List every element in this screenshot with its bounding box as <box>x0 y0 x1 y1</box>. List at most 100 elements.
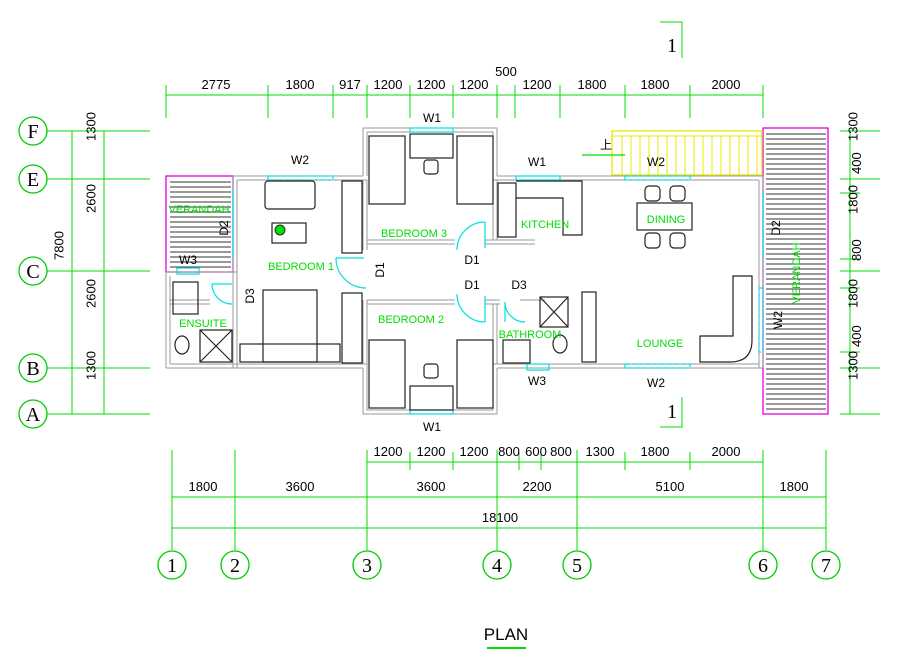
stair: 上 <box>582 130 763 176</box>
stove-icon <box>497 182 517 238</box>
dim-label: 1800 <box>189 479 218 494</box>
dim-label: 800 <box>550 444 572 459</box>
chair-icon <box>644 232 661 249</box>
axis-bubble <box>18 164 48 194</box>
dim-label: 2600 <box>84 279 99 308</box>
bedside-icon <box>239 343 341 363</box>
dim-label: 1200 <box>374 444 403 459</box>
dim-label: 1800 <box>846 185 861 214</box>
axis-label: C <box>26 261 39 283</box>
axis-label: 6 <box>758 555 768 577</box>
room-labels: VERANDAH BEDROOM 3 KITCHEN DINING BEDROO… <box>168 204 803 350</box>
door-window-tags: W1 W1 W1 W2 W2 W2 W2 W3 W3 D1 D1 D1 D2 D… <box>179 111 785 434</box>
dim-label: 1300 <box>846 351 861 380</box>
chair-icon <box>669 232 686 249</box>
dim-label: 1200 <box>417 444 446 459</box>
dim-label: 917 <box>339 77 361 92</box>
dim-label: 2775 <box>202 77 231 92</box>
dim-label: 800 <box>849 239 864 261</box>
room-label-verandah-left: VERANDAH <box>168 204 229 216</box>
axis-bubble <box>482 550 512 580</box>
kitchen-counter-icon <box>516 180 583 236</box>
top-dimension-chain: 2775 1800 917 1200 1200 1200 500 1200 18… <box>165 64 764 118</box>
axis-label: 3 <box>362 555 372 577</box>
chair-icon <box>669 185 686 202</box>
axis-bubble <box>18 399 48 429</box>
axis-label: B <box>26 358 39 380</box>
dim-label: 2600 <box>84 184 99 213</box>
room-label-bedroom2: BEDROOM 2 <box>378 314 444 326</box>
toilet-icon <box>174 335 190 355</box>
tag-label: D1 <box>373 262 387 278</box>
axis-label: 2 <box>230 555 240 577</box>
bed-icon <box>368 339 406 409</box>
axis-bubble <box>18 116 48 146</box>
dim-label: 400 <box>849 325 864 347</box>
axis-label: 4 <box>492 555 502 577</box>
basin-icon <box>502 339 531 364</box>
dim-label: 600 <box>525 444 547 459</box>
tag-label: D3 <box>243 288 257 304</box>
bed-icon <box>368 135 406 205</box>
dim-label: 5100 <box>656 479 685 494</box>
section-mark-top: 1 <box>660 21 683 58</box>
bed-icon <box>456 135 494 205</box>
dim-label: 500 <box>495 64 517 79</box>
room-label-bedroom3: BEDROOM 3 <box>381 228 447 240</box>
shower-icon <box>199 329 233 363</box>
doors <box>211 221 526 323</box>
axis-label: E <box>27 169 39 191</box>
dim-label: 1300 <box>84 112 99 141</box>
room-label-verandah-right: VERANDAH <box>791 242 803 303</box>
axis-bubble <box>220 550 250 580</box>
tag-label: W1 <box>423 420 441 434</box>
toilet-icon <box>552 334 568 354</box>
dim-label: 1800 <box>780 479 809 494</box>
axis-bubble <box>352 550 382 580</box>
section-mark-label: 1 <box>667 35 677 57</box>
axis-bubble <box>811 550 841 580</box>
dim-label: 7800 <box>52 231 67 260</box>
bed-icon <box>456 339 494 409</box>
tag-label: W2 <box>647 376 665 390</box>
furniture <box>172 133 753 411</box>
tag-label: W3 <box>179 253 197 267</box>
wardrobe-icon <box>341 180 363 254</box>
dim-label: 1800 <box>641 444 670 459</box>
dim-label: 1200 <box>460 77 489 92</box>
tag-label: W2 <box>291 153 309 167</box>
tag-label: W2 <box>647 155 665 169</box>
dim-label: 1800 <box>641 77 670 92</box>
tag-label: W2 <box>771 311 785 329</box>
dim-label: 1800 <box>846 279 861 308</box>
shower-icon <box>539 296 569 328</box>
dim-label: 2200 <box>523 479 552 494</box>
tag-label: W1 <box>528 155 546 169</box>
room-label-dining: DINING <box>647 214 686 226</box>
tag-label: D3 <box>511 278 527 292</box>
axis-bubble <box>157 550 187 580</box>
tag-label: W3 <box>528 374 546 388</box>
dim-label: 2000 <box>712 77 741 92</box>
chair-icon <box>423 159 439 175</box>
dim-label: 1800 <box>578 77 607 92</box>
room-label-kitchen: KITCHEN <box>521 219 569 231</box>
chair-icon <box>644 185 661 202</box>
right-dimension-chain: 1300 400 1800 800 1800 400 1300 <box>846 112 864 414</box>
room-label-lounge: LOUNGE <box>637 338 683 350</box>
windows <box>176 127 764 415</box>
double-bed-icon <box>262 289 318 363</box>
axis-label: F <box>27 121 38 143</box>
chair-icon <box>423 363 439 379</box>
left-dimension-chain: 1300 2600 2600 1300 7800 <box>52 112 105 414</box>
room-label-bedroom1: BEDROOM 1 <box>268 261 334 273</box>
bottom-dimension-chains: 1200 1200 1200 800 600 800 1300 1800 200… <box>172 444 826 529</box>
dim-label: 2000 <box>712 444 741 459</box>
dim-label: 1200 <box>523 77 552 92</box>
dining-table-icon <box>636 202 693 231</box>
dim-label: 800 <box>498 444 520 459</box>
verandah-right <box>762 127 829 415</box>
room-label-bathroom: BATHROOM <box>499 329 562 341</box>
